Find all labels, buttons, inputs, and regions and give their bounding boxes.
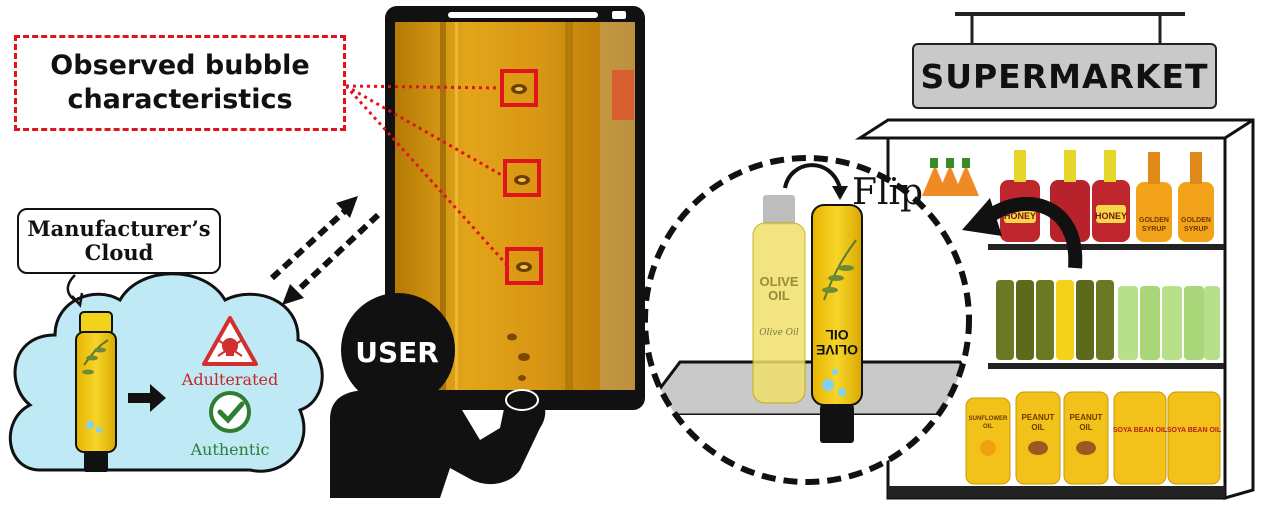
sunflower-label-a: SUNFLOWER xyxy=(969,416,1008,422)
bottle-label-2: OIL xyxy=(825,327,849,343)
bidirectional-arrow-icon xyxy=(272,196,378,305)
soya-label-2: SOYA BEAN OIL xyxy=(1167,427,1222,434)
peanut-label-2a: PEANUT xyxy=(1070,413,1103,422)
adulterated-label: Adulterated xyxy=(175,370,285,389)
bottle-label-1: OLIVE xyxy=(816,342,858,358)
syrup-label-1b: SYRUP xyxy=(1142,226,1166,233)
cloud-label-line1: Manufacturer’s xyxy=(27,217,210,241)
syrup-label-1a: GOLDEN xyxy=(1139,217,1169,224)
peanut-label-2b: OIL xyxy=(1079,423,1092,432)
manufacturer-cloud-label: Manufacturer’s Cloud xyxy=(17,208,221,274)
bubble-characteristics-label: Observed bubble characteristics xyxy=(14,35,346,131)
shelf-row-bottom: SUNFLOWER OIL PEANUT OIL PEANUT OIL SOYA… xyxy=(966,392,1222,484)
bubble-label-line2: characteristics xyxy=(67,83,292,117)
checkmark-circle-icon xyxy=(211,393,249,431)
shelf-row-middle xyxy=(996,280,1220,360)
syrup-label-2a: GOLDEN xyxy=(1181,217,1211,224)
user-label: USER xyxy=(342,336,452,369)
sunflower-label-b: OIL xyxy=(983,424,993,430)
peanut-label-1a: PEANUT xyxy=(1022,413,1055,422)
flip-label: Flip xyxy=(852,172,923,213)
authentic-label: Authentic xyxy=(175,440,285,459)
cloud-label-line2: Cloud xyxy=(85,241,154,265)
bubble-label-line1: Observed bubble xyxy=(50,49,309,83)
faded-bottle-label-1: OLIVE xyxy=(759,274,798,289)
soya-label-1: SOYA BEAN OIL xyxy=(1113,427,1168,434)
honey-label-2: HONEY xyxy=(1095,211,1127,221)
cloud-bottle-icon xyxy=(76,312,116,472)
faded-bottle-script: Olive Oil xyxy=(759,328,799,338)
supermarket-sign: SUPERMARKET xyxy=(912,43,1217,109)
syrup-label-2b: SYRUP xyxy=(1184,226,1208,233)
peanut-label-1b: OIL xyxy=(1031,423,1044,432)
faded-bottle-label-2: OIL xyxy=(768,288,790,303)
